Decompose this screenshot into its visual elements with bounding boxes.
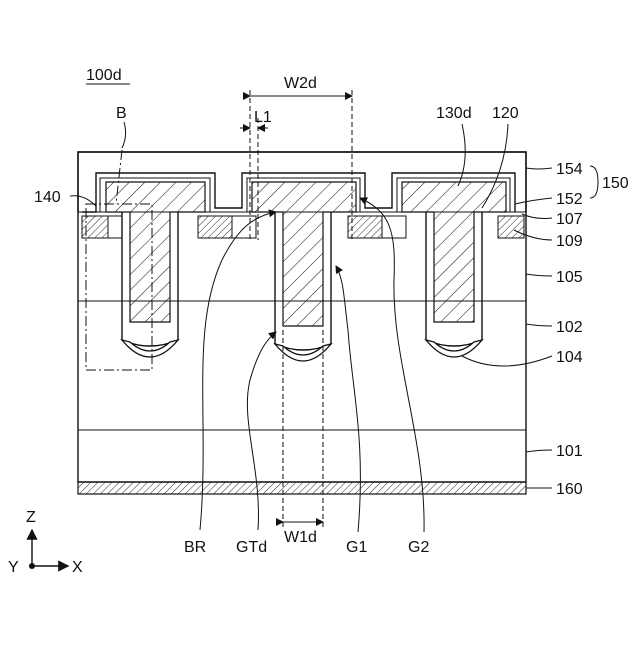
bottom-electrode-160 — [78, 482, 526, 494]
contact-region-107 — [232, 216, 256, 238]
label-130d: 130d — [436, 105, 472, 122]
y-axis-origin-dot — [29, 563, 35, 569]
label-w1d: W1d — [284, 529, 317, 546]
shield-region-104 — [426, 340, 482, 357]
figure-ref-label: 100d — [86, 67, 122, 84]
label-120: 120 — [492, 105, 519, 122]
leader-105 — [526, 274, 552, 276]
brace-150 — [590, 166, 598, 198]
label-109: 109 — [556, 233, 583, 250]
axis-label-y: Y — [8, 559, 19, 576]
label-105: 105 — [556, 269, 583, 286]
label-154: 154 — [556, 161, 583, 178]
label-104: 104 — [556, 349, 583, 366]
source-region-109 — [348, 216, 382, 238]
axis-label-x: X — [72, 559, 83, 576]
leader-152 — [515, 198, 552, 204]
gate-electrode-2 — [252, 182, 356, 326]
axis-label-z: Z — [26, 509, 36, 526]
leader-gtd — [247, 332, 276, 530]
label-b: B — [116, 105, 127, 122]
leader-102 — [526, 324, 552, 326]
leader-101 — [526, 450, 552, 452]
source-region-109 — [198, 216, 232, 238]
label-107: 107 — [556, 211, 583, 228]
label-l1: L1 — [254, 109, 272, 126]
label-140: 140 — [34, 189, 61, 206]
label-g1: G1 — [346, 539, 367, 556]
label-w2d: W2d — [284, 75, 317, 92]
label-br: BR — [184, 539, 206, 556]
label-101: 101 — [556, 443, 583, 460]
contact-region-107 — [108, 216, 122, 238]
label-150: 150 — [602, 175, 629, 192]
label-g2: G2 — [408, 539, 429, 556]
label-152: 152 — [556, 191, 583, 208]
label-160: 160 — [556, 481, 583, 498]
leader-104 — [462, 356, 552, 366]
label-102: 102 — [556, 319, 583, 336]
leader-154 — [526, 168, 552, 169]
leader-130d — [458, 124, 465, 186]
leader-b — [122, 122, 126, 148]
source-region-109 — [498, 216, 524, 238]
shield-region-104 — [122, 340, 178, 357]
label-gtd: GTd — [236, 539, 267, 556]
